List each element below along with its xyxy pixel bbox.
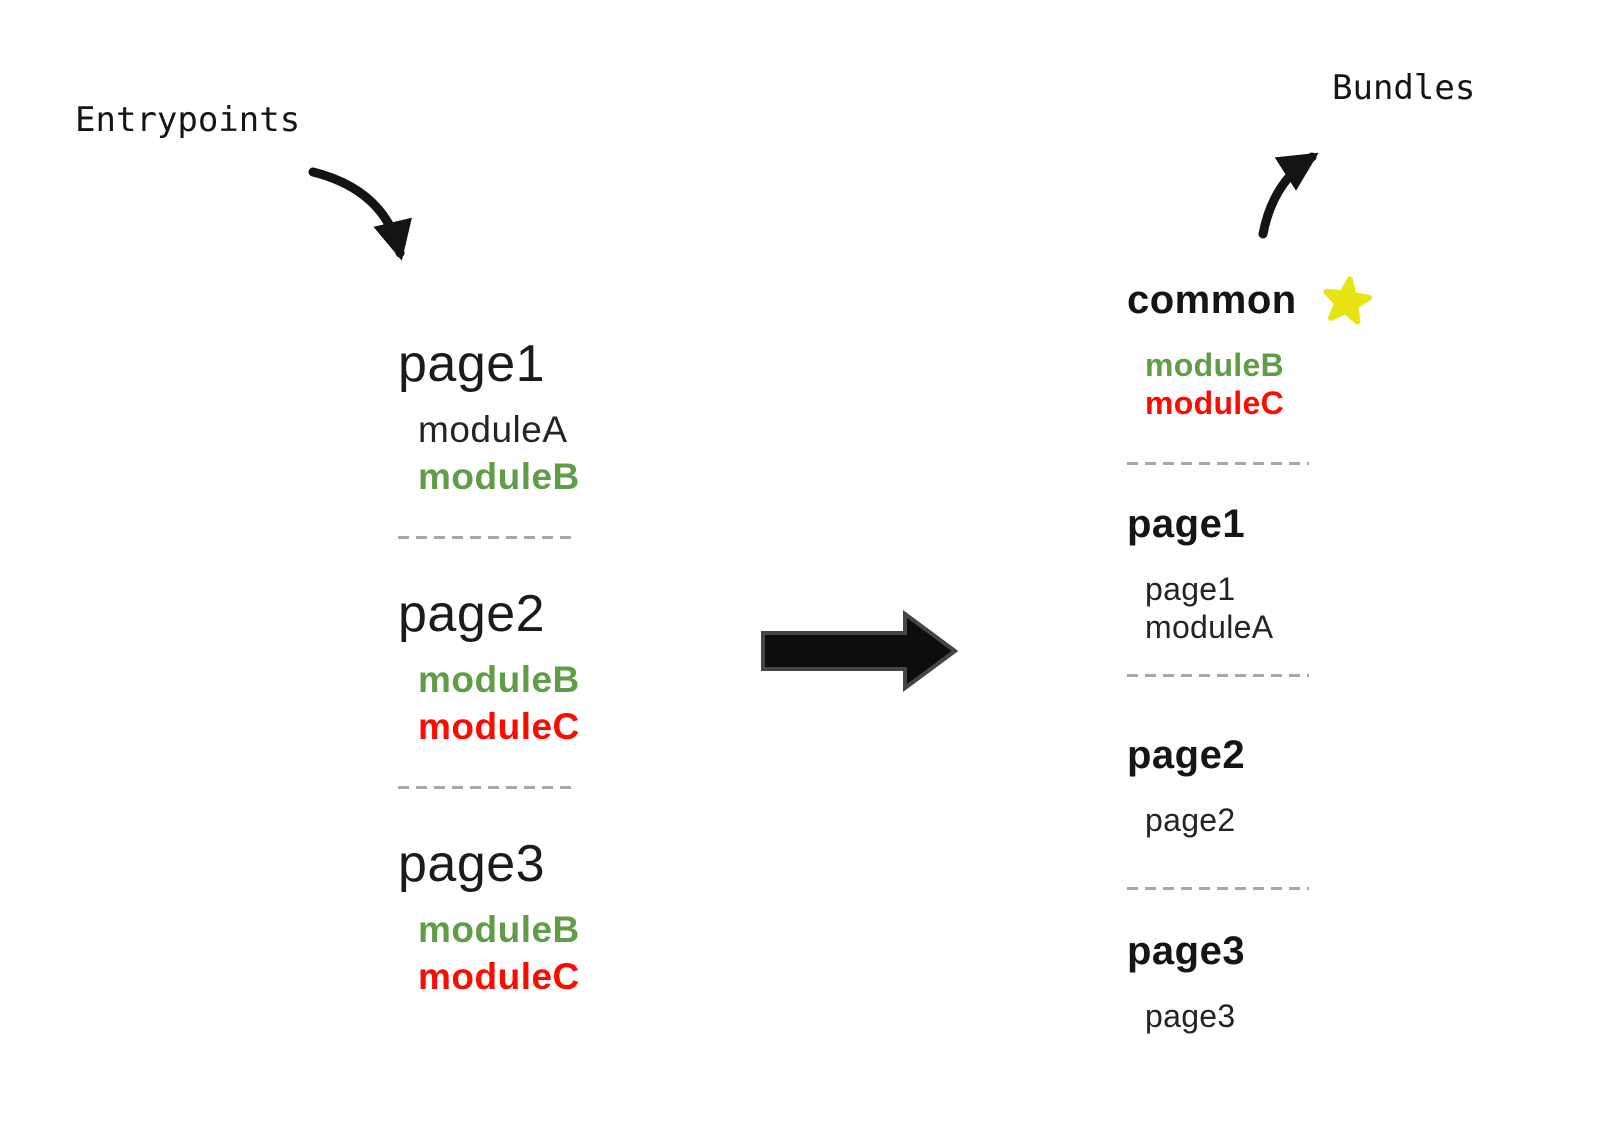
- bundle-title-row: common: [1127, 276, 1407, 325]
- entrypoints-arrow-icon: [308, 167, 412, 261]
- entrypoint-block-page1: page1 moduleA moduleB: [398, 338, 658, 500]
- bundle-title-row: page3: [1127, 929, 1407, 973]
- module-item: page1: [1145, 571, 1236, 607]
- bundle-block-page2: page2 page2: [1127, 733, 1407, 839]
- bundle-title-row: page1: [1127, 502, 1407, 546]
- star-icon: [1323, 276, 1372, 325]
- module-item: moduleA: [418, 409, 568, 450]
- bundles-column: common moduleB moduleC page1 page1 modul…: [1127, 276, 1407, 1035]
- dashed-separator: [1127, 674, 1309, 677]
- dashed-separator: [1127, 462, 1309, 465]
- bundle-title: common: [1127, 278, 1297, 322]
- module-item: page3: [1145, 998, 1236, 1034]
- bundle-title: page3: [1127, 929, 1246, 973]
- bundle-title-row: page2: [1127, 733, 1407, 777]
- entrypoint-module-list: moduleB moduleC: [398, 656, 658, 750]
- bundle-block-page1: page1 page1 moduleA: [1127, 502, 1407, 646]
- entrypoints-label: Entrypoints: [75, 100, 301, 140]
- dashed-separator: [398, 536, 578, 539]
- entrypoint-block-page2: page2 moduleB moduleC: [398, 588, 658, 750]
- module-item: moduleC: [418, 706, 580, 747]
- bundle-title: page2: [1127, 733, 1246, 777]
- dashed-separator: [398, 786, 578, 789]
- bundle-module-list: page3: [1127, 997, 1407, 1035]
- entrypoint-block-page3: page3 moduleB moduleC: [398, 838, 658, 1000]
- bundle-module-list: page2: [1127, 801, 1407, 839]
- bundles-arrow-icon: [1258, 152, 1319, 239]
- entrypoint-module-list: moduleA moduleB: [398, 406, 658, 500]
- module-item: moduleC: [418, 956, 580, 997]
- dashed-separator: [1127, 887, 1309, 890]
- bundle-module-list: moduleB moduleC: [1127, 346, 1407, 422]
- entrypoints-column: page1 moduleA moduleB page2 moduleB modu…: [398, 338, 658, 1000]
- module-item: moduleC: [1145, 385, 1284, 421]
- bundles-label: Bundles: [1332, 68, 1476, 108]
- entrypoint-title: page3: [398, 835, 546, 893]
- bundle-module-list: page1 moduleA: [1127, 570, 1407, 646]
- module-item: moduleB: [1145, 347, 1284, 383]
- bundle-title: page1: [1127, 502, 1246, 546]
- transform-arrow-icon: [761, 610, 959, 692]
- entrypoint-title: page2: [398, 585, 546, 643]
- entrypoint-title: page1: [398, 335, 546, 393]
- module-item: moduleB: [418, 456, 580, 497]
- bundle-block-page3: page3 page3: [1127, 929, 1407, 1035]
- bundle-block-common: common moduleB moduleC: [1127, 276, 1407, 422]
- module-item: moduleA: [1145, 609, 1274, 645]
- module-item: page2: [1145, 802, 1236, 838]
- module-item: moduleB: [418, 909, 580, 950]
- module-item: moduleB: [418, 659, 580, 700]
- entrypoint-module-list: moduleB moduleC: [398, 906, 658, 1000]
